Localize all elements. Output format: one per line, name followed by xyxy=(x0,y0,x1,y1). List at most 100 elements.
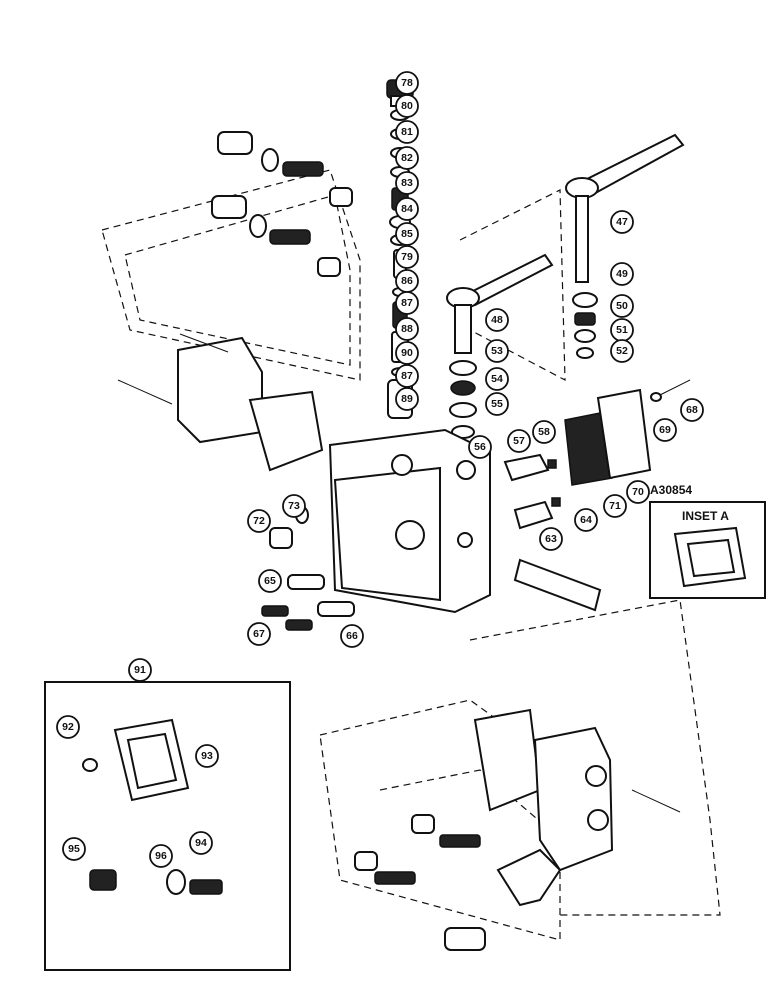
svg-text:82: 82 xyxy=(401,152,413,164)
port-side xyxy=(456,460,476,480)
callout-93: 93 xyxy=(195,744,219,768)
callout-51: 51 xyxy=(610,318,634,342)
svg-text:64: 64 xyxy=(580,514,592,526)
callout-92: 92 xyxy=(56,715,80,739)
svg-text:55: 55 xyxy=(491,398,503,410)
gasket-left xyxy=(248,390,324,472)
o-ring-52 xyxy=(576,347,594,359)
detent-64 xyxy=(551,497,561,507)
bolt-left-lower xyxy=(117,379,173,405)
spring-67-a xyxy=(261,605,289,617)
svg-text:83: 83 xyxy=(401,177,413,189)
o-ring-left-upper xyxy=(261,148,279,172)
svg-text:53: 53 xyxy=(491,345,503,357)
svg-text:90: 90 xyxy=(401,347,413,359)
svg-text:95: 95 xyxy=(68,843,80,855)
spring-95 xyxy=(89,869,117,891)
callout-69: 69 xyxy=(653,418,677,442)
svg-text:78: 78 xyxy=(401,77,413,89)
spring-bottom-a xyxy=(439,834,481,848)
svg-text:69: 69 xyxy=(659,424,671,436)
svg-text:79: 79 xyxy=(401,251,413,263)
svg-text:54: 54 xyxy=(491,373,503,385)
bolt-bottom xyxy=(631,789,681,813)
svg-text:91: 91 xyxy=(134,664,146,676)
svg-text:71: 71 xyxy=(609,500,621,512)
callout-67: 67 xyxy=(247,622,271,646)
callout-96: 96 xyxy=(149,844,173,868)
callout-80: 80 xyxy=(395,94,419,118)
callout-82: 82 xyxy=(395,146,419,170)
svg-text:63: 63 xyxy=(545,533,557,545)
plug-left-upper xyxy=(217,131,253,155)
callout-85: 85 xyxy=(395,222,419,246)
dashed-outline-right-bottom xyxy=(469,599,721,916)
callout-50: 50 xyxy=(610,294,634,318)
port-bottom-a xyxy=(585,765,607,787)
svg-text:68: 68 xyxy=(686,404,698,416)
callout-71: 71 xyxy=(603,494,627,518)
bolt-68 xyxy=(659,379,691,396)
callout-48: 48 xyxy=(485,308,509,332)
callout-64: 64 xyxy=(574,508,598,532)
svg-text:87: 87 xyxy=(401,297,413,309)
dashed-outline-left-cover-inner xyxy=(124,194,351,366)
svg-text:92: 92 xyxy=(62,721,74,733)
piston-65 xyxy=(287,574,325,590)
svg-text:70: 70 xyxy=(632,486,644,498)
svg-text:50: 50 xyxy=(616,300,628,312)
cover-70 xyxy=(596,388,652,480)
port-bottom-b xyxy=(587,809,609,831)
callout-58: 58 xyxy=(532,420,556,444)
callout-81: 81 xyxy=(395,120,419,144)
plug-72 xyxy=(269,527,293,549)
port-front-a xyxy=(395,520,425,550)
port-top xyxy=(391,454,413,476)
callout-65: 65 xyxy=(258,569,282,593)
svg-text:73: 73 xyxy=(288,500,300,512)
svg-text:66: 66 xyxy=(346,630,358,642)
washer-49 xyxy=(572,292,598,308)
svg-text:96: 96 xyxy=(155,850,167,862)
callout-87: 87 xyxy=(395,364,419,388)
svg-text:85: 85 xyxy=(401,228,413,240)
svg-text:49: 49 xyxy=(616,268,628,280)
poppet-bottom-a xyxy=(411,814,435,834)
spring-bottom-b xyxy=(374,871,416,885)
svg-text:72: 72 xyxy=(253,515,265,527)
svg-text:80: 80 xyxy=(401,100,413,112)
callout-72: 72 xyxy=(247,509,271,533)
callout-95: 95 xyxy=(62,837,86,861)
svg-text:48: 48 xyxy=(491,314,503,326)
dashed-outline-bottom-inner xyxy=(379,769,551,831)
o-ring-96 xyxy=(166,869,186,895)
inset-a-gasket-hole xyxy=(686,538,736,578)
callout-79: 79 xyxy=(395,245,419,269)
o-ring-left-lower xyxy=(249,214,267,238)
callout-78: 78 xyxy=(395,71,419,95)
port-front-b xyxy=(457,532,473,548)
svg-text:51: 51 xyxy=(616,324,628,336)
spool xyxy=(513,558,602,612)
lever-48-shaft xyxy=(454,304,472,354)
washer-53 xyxy=(449,360,477,376)
svg-text:87: 87 xyxy=(401,370,413,382)
callout-49: 49 xyxy=(610,262,634,286)
end-cover-left xyxy=(177,336,263,444)
nut-50 xyxy=(574,312,596,326)
callout-88: 88 xyxy=(395,317,419,341)
elbow-fitting xyxy=(496,848,562,907)
poppet-bottom-b xyxy=(354,851,378,871)
callout-90: 90 xyxy=(395,341,419,365)
svg-text:89: 89 xyxy=(401,393,413,405)
callout-57: 57 xyxy=(507,429,531,453)
svg-text:67: 67 xyxy=(253,628,265,640)
cam-57 xyxy=(503,453,550,482)
washer-69 xyxy=(650,392,662,402)
spring-left-upper xyxy=(282,161,324,177)
callout-54: 54 xyxy=(485,367,509,391)
callout-84: 84 xyxy=(395,197,419,221)
svg-text:52: 52 xyxy=(616,345,628,357)
seal-54 xyxy=(450,380,476,396)
